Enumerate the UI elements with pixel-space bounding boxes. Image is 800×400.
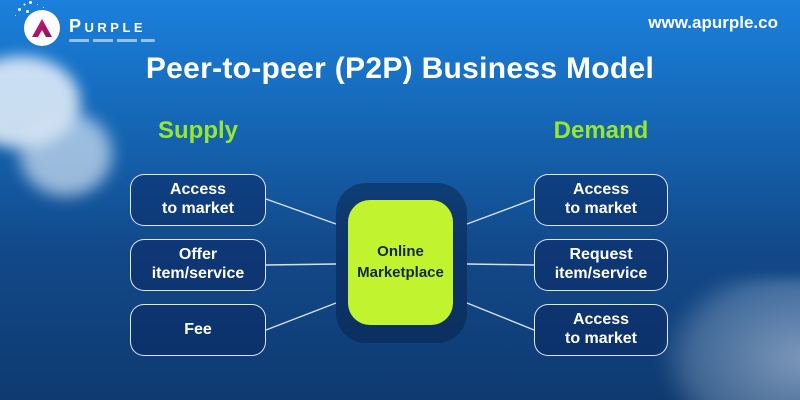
supply-node-fee: Fee <box>130 304 266 356</box>
online-marketplace-node: Online Marketplace <box>348 200 453 325</box>
supply-column-header: Supply <box>157 117 238 144</box>
demand-column-header: Demand <box>553 117 649 144</box>
connector-line <box>466 263 535 266</box>
logo-icon <box>24 10 60 46</box>
page-title: Peer-to-peer (P2P) Business Model <box>145 52 655 85</box>
cloud <box>660 278 800 400</box>
connector-line <box>265 263 337 266</box>
supply-node-offer-item-service: Offer item/service <box>130 239 266 291</box>
website-url: www.apurple.co <box>648 13 778 32</box>
logo-dots-decoration <box>26 10 29 13</box>
demand-node-access-to-market-2: Access to market <box>534 304 668 356</box>
connector-line <box>466 302 535 331</box>
connector-line <box>466 198 535 225</box>
supply-node-access-to-market: Access to market <box>130 174 266 226</box>
brand-tagline <box>69 39 155 42</box>
letter-a-icon <box>32 19 52 37</box>
brand-logo: PURPLE <box>24 10 155 46</box>
connector-line <box>265 198 337 225</box>
cloud <box>20 112 112 196</box>
demand-node-access-to-market-1: Access to market <box>534 174 668 226</box>
demand-node-request-item-service: Request item/service <box>534 239 668 291</box>
connector-line <box>265 302 337 331</box>
brand-name: PURPLE <box>69 16 147 36</box>
